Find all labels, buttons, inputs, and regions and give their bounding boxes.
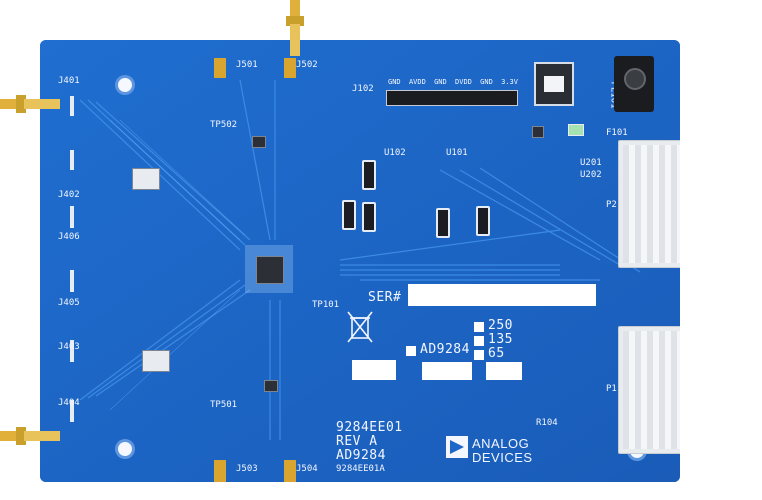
label-gnd1: GND — [388, 78, 401, 86]
blank-field — [486, 362, 522, 380]
analog-devices-logo: ANALOG DEVICES — [446, 436, 532, 465]
label-gnd2: GND — [434, 78, 447, 86]
smd-pad — [70, 206, 74, 228]
eval-board: J102 GND AVDD GND DVDD GND 3.3V FL101 F1… — [40, 40, 680, 482]
mounting-hole — [118, 442, 132, 456]
grade-checkbox — [474, 350, 484, 360]
gold-pad — [284, 58, 296, 78]
label-j402: J402 — [58, 190, 80, 200]
jumper[interactable] — [436, 208, 450, 238]
jumper[interactable] — [476, 206, 490, 236]
label-j501: J501 — [236, 60, 258, 70]
power-labels: GND AVDD GND DVDD GND 3.3V — [388, 78, 518, 86]
grade-65: 65 — [488, 346, 505, 361]
led — [568, 124, 584, 136]
label-j502: J502 — [296, 60, 318, 70]
grade-checkbox — [474, 336, 484, 346]
label-avdd: AVDD — [408, 78, 426, 86]
gold-pad — [214, 58, 226, 78]
label-j406: J406 — [58, 232, 80, 242]
adc-chip — [256, 256, 284, 284]
ad-label: AD9284 — [420, 342, 470, 357]
label-tp502: TP502 — [210, 120, 238, 130]
jumper[interactable] — [362, 160, 376, 190]
label-gnd3: GND — [480, 78, 493, 86]
serial-label: SER# — [368, 290, 402, 305]
grade-checkbox — [474, 322, 484, 332]
p2-label: P2 — [606, 200, 617, 210]
label-tp101: TP101 — [312, 300, 340, 310]
connector-p1[interactable] — [618, 326, 680, 454]
gold-pad — [214, 460, 226, 482]
board-part: AD9284 — [336, 448, 386, 463]
power-header[interactable] — [386, 90, 518, 106]
label-3v3: 3.3V — [501, 78, 518, 86]
smd-pad — [70, 150, 74, 170]
mounting-hole — [118, 78, 132, 92]
blank-field — [422, 362, 472, 380]
label-r104: R104 — [536, 418, 558, 428]
filter-fl101 — [534, 62, 574, 106]
label-j404: J404 — [58, 398, 80, 408]
label-tp501: TP501 — [210, 400, 238, 410]
ic-chip — [264, 380, 278, 392]
board-id: 9284EE01 — [336, 420, 403, 435]
ic-chip — [252, 136, 266, 148]
label-f101: U201 — [580, 158, 602, 168]
board-rev: REV A — [336, 434, 378, 449]
logo-line1: ANALOG — [472, 436, 530, 451]
p1-label: P1 — [606, 384, 617, 394]
pcb-traces — [40, 40, 680, 482]
adi-triangle-icon — [446, 436, 468, 458]
smd-pad — [70, 340, 74, 362]
ad-checkbox — [406, 346, 416, 356]
logo-line2: DEVICES — [472, 450, 533, 465]
ic-chip — [532, 126, 544, 138]
label-dvdd: DVDD — [455, 78, 472, 86]
j102-label: J102 — [352, 84, 374, 94]
jumper[interactable] — [342, 200, 356, 230]
weee-bin-icon — [347, 311, 373, 343]
grade-135: 135 — [488, 332, 513, 347]
jumper[interactable] — [362, 202, 376, 232]
label-j401: J401 — [58, 76, 80, 86]
sma-connector-left-top[interactable] — [0, 92, 60, 116]
label-j504: J504 — [296, 464, 318, 474]
serial-field — [408, 284, 596, 306]
label-u102: U102 — [384, 148, 406, 158]
grade-250: 250 — [488, 318, 513, 333]
label-cr101: U202 — [580, 170, 602, 180]
board-id-small: 9284EE01A — [336, 464, 385, 474]
blank-field — [352, 360, 396, 380]
j101-label: F101 — [606, 128, 628, 138]
transformer-chip — [142, 350, 170, 372]
dc-jack[interactable] — [614, 56, 654, 112]
label-j503: J503 — [236, 464, 258, 474]
smd-pad — [70, 96, 74, 116]
gold-pad — [284, 460, 296, 482]
sma-connector-left-bottom[interactable] — [0, 424, 60, 448]
label-j405: J405 — [58, 298, 80, 308]
label-u101: U101 — [446, 148, 468, 158]
transformer-chip — [132, 168, 160, 190]
smd-pad — [70, 400, 74, 422]
label-j403: J403 — [58, 342, 80, 352]
smd-pad — [70, 270, 74, 292]
sma-connector-top[interactable] — [282, 0, 308, 56]
connector-p2[interactable] — [618, 140, 680, 268]
